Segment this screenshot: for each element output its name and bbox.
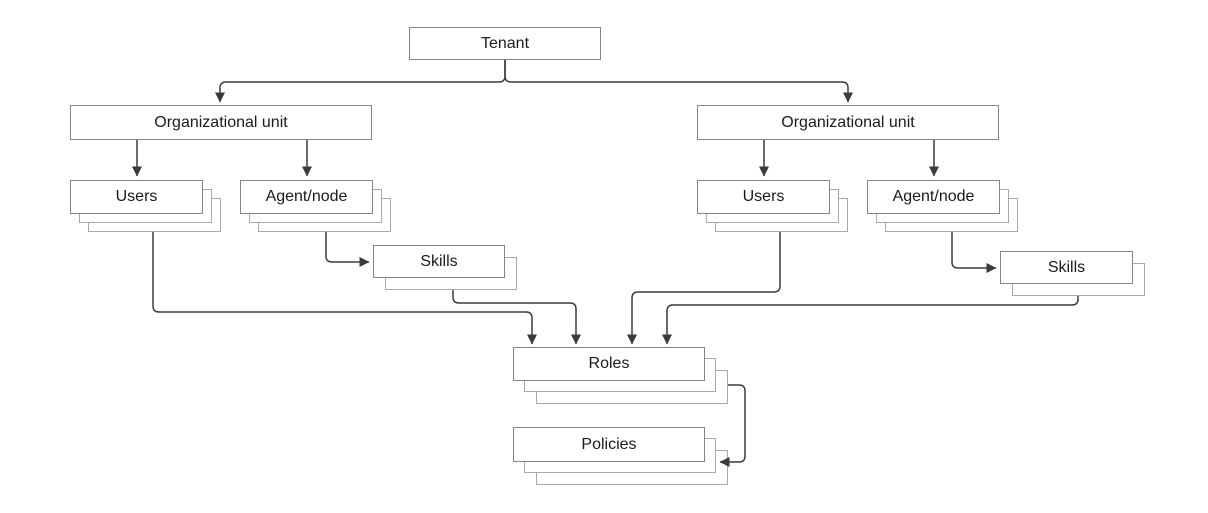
edge-agent-right-to-skills-right <box>951 232 997 273</box>
node-users-right: Users <box>697 180 848 232</box>
node-agent-node-right: Agent/node <box>867 180 1018 232</box>
node-label: Roles <box>588 355 630 372</box>
node-skills-right: Skills <box>1000 251 1145 296</box>
node-tenant: Tenant <box>409 27 601 60</box>
edge-tenant-to-ou-left <box>215 60 506 103</box>
node-organizational-unit-left: Organizational unit <box>70 105 372 140</box>
node-box: Users <box>697 180 830 214</box>
node-organizational-unit-right: Organizational unit <box>697 105 999 140</box>
node-box: Tenant <box>409 27 601 60</box>
node-label: Skills <box>420 252 458 270</box>
node-label: Users <box>742 188 785 205</box>
node-box: Organizational unit <box>70 105 372 140</box>
node-label: Tenant <box>480 34 530 52</box>
node-label: Organizational unit <box>781 113 915 131</box>
node-box: Skills <box>373 245 505 278</box>
node-label: Organizational unit <box>154 113 288 131</box>
node-box: Organizational unit <box>697 105 999 140</box>
node-label: Users <box>115 188 158 205</box>
node-roles: Roles <box>513 347 728 404</box>
edge-skills-right-to-roles <box>662 296 1079 345</box>
node-policies: Policies <box>513 427 728 485</box>
node-agent-node-left: Agent/node <box>240 180 391 232</box>
node-box: Skills <box>1000 251 1133 284</box>
node-box: Agent/node <box>240 180 373 214</box>
node-label: Agent/node <box>265 188 348 205</box>
node-users-left: Users <box>70 180 221 232</box>
node-label: Skills <box>1047 258 1086 276</box>
node-box: Policies <box>513 427 705 462</box>
edge-users-right-to-roles <box>627 232 781 345</box>
node-box: Roles <box>513 347 705 381</box>
edge-agent-left-to-skills-left <box>325 232 370 267</box>
node-box: Users <box>70 180 203 214</box>
edge-tenant-to-ou-right <box>504 60 853 103</box>
node-label: Policies <box>581 435 637 453</box>
node-label: Agent/node <box>892 188 975 205</box>
node-skills-left: Skills <box>373 245 517 290</box>
edge-skills-left-to-roles <box>452 290 581 345</box>
node-box: Agent/node <box>867 180 1000 214</box>
